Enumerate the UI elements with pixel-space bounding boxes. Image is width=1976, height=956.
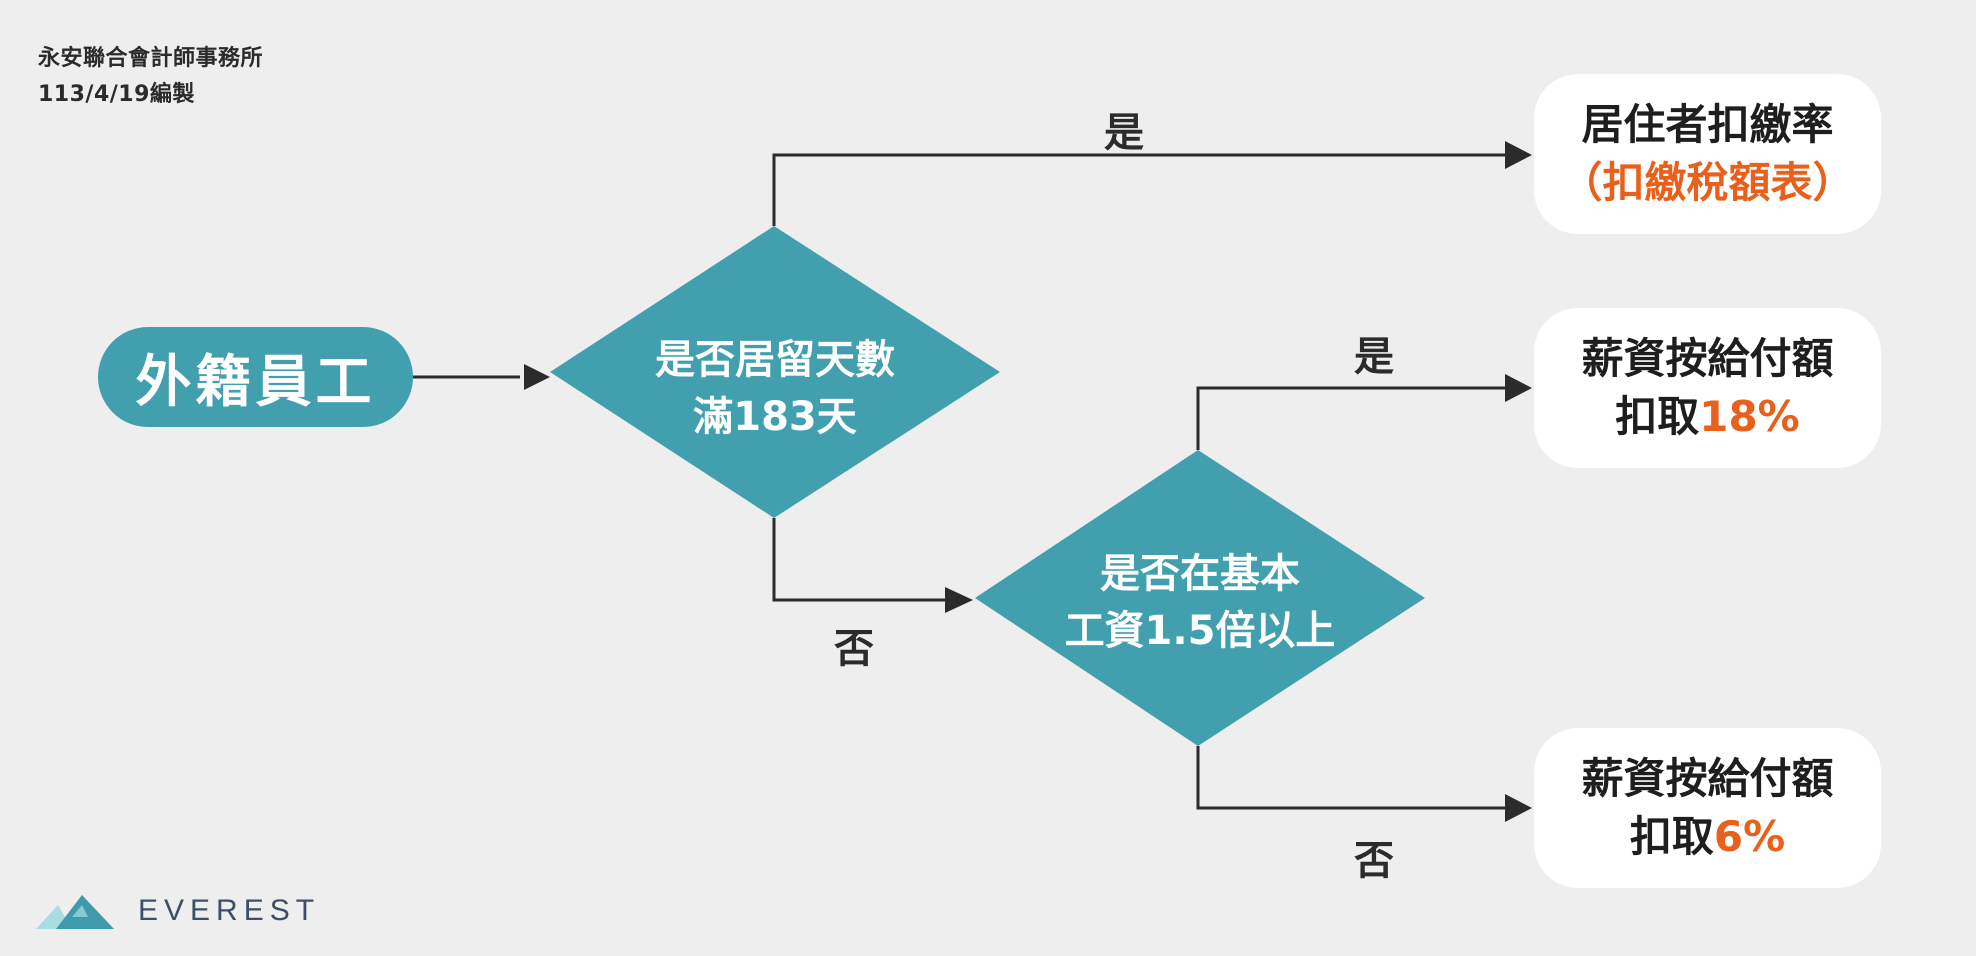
- result-18-rate: 18%: [1699, 392, 1800, 441]
- decision-residency-line1: 是否居留天數: [655, 337, 895, 383]
- arrowhead-to-result2: [1505, 374, 1532, 402]
- connector-decision1-no: [772, 518, 945, 602]
- result-6-line1: 薪資按給付額: [1581, 754, 1834, 803]
- edge-label-yes-1: 是: [1104, 110, 1144, 156]
- decision-diamond-residency: [550, 226, 1000, 518]
- decision-wage-line1: 是否在基本: [1100, 551, 1300, 597]
- logo-wordmark: EVEREST: [138, 894, 321, 927]
- arrowhead-to-result3: [1505, 794, 1532, 822]
- result-resident-line2: （扣繳稅額表）: [1560, 158, 1855, 207]
- result-withhold-6: 薪資按給付額 扣取6%: [1534, 728, 1881, 888]
- result-6-rate: 6%: [1713, 812, 1786, 861]
- result-6-prefix: 扣取: [1629, 812, 1714, 861]
- arrowhead-to-result1: [1505, 141, 1532, 169]
- decision-residency-line2: 滿183天: [693, 394, 857, 440]
- decision-wage-line2: 工資1.5倍以上: [1064, 608, 1336, 654]
- connector-decision2-no: [1196, 746, 1505, 810]
- edge-label-yes-2: 是: [1354, 334, 1394, 380]
- everest-logo: EVEREST: [36, 890, 320, 932]
- result-18-line1: 薪資按給付額: [1581, 334, 1834, 383]
- edge-label-no-2: 否: [1354, 838, 1394, 884]
- result-18-line2: 扣取18%: [1615, 388, 1800, 446]
- mountain-icon: [36, 895, 114, 929]
- firm-name: 永安聯合會計師事務所: [38, 46, 264, 71]
- connector-decision2-yes: [1196, 386, 1505, 450]
- decision-wage-text: 是否在基本 工資1.5倍以上: [990, 546, 1410, 660]
- result-resident-line1: 居住者扣繳率: [1581, 100, 1834, 149]
- arrowhead-to-decision1: [524, 364, 550, 390]
- result-withhold-18: 薪資按給付額 扣取18%: [1534, 308, 1881, 468]
- start-node-foreign-employee: 外籍員工: [98, 327, 413, 427]
- edge-label-no-1: 否: [834, 626, 874, 672]
- arrowhead-to-decision2: [945, 587, 973, 613]
- result-resident-withholding: 居住者扣繳率 （扣繳稅額表）: [1534, 74, 1881, 234]
- connector-decision1-yes: [772, 153, 1505, 226]
- compiled-date: 113/4/19編製: [38, 82, 195, 107]
- decision-diamond-wage: [975, 450, 1425, 746]
- decision-residency-text: 是否居留天數 滿183天: [565, 332, 985, 446]
- result-6-line2: 扣取6%: [1630, 808, 1785, 866]
- result-18-prefix: 扣取: [1615, 392, 1700, 441]
- start-node-label: 外籍員工: [135, 349, 376, 415]
